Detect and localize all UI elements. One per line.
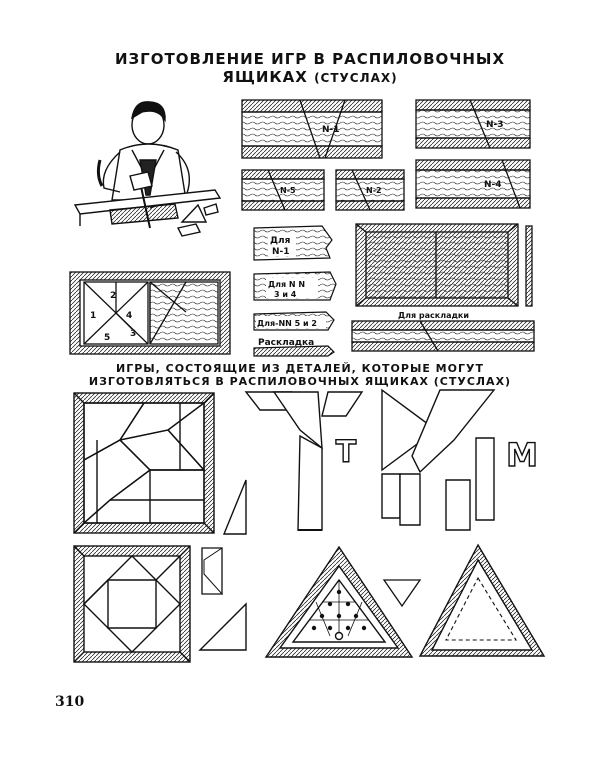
t-letter-icon: Т <box>330 434 362 471</box>
strip-for-nn34 <box>253 271 337 301</box>
page-title-line-2: ЯЩИКАХ (СТУСЛАХ) <box>100 68 520 86</box>
mitre-box-n3 <box>415 99 531 149</box>
page-title-paren: (СТУСЛАХ) <box>314 71 398 85</box>
label-n4: N-4 <box>484 180 502 190</box>
strip-for-n1 <box>253 225 333 261</box>
t-letter-puzzle <box>244 391 364 531</box>
triangle-piece-bottom <box>198 602 247 651</box>
strip-for-nn52 <box>253 311 335 331</box>
strip-label-layout: Раскладка <box>258 338 314 348</box>
triangle-piece-floating <box>382 579 422 608</box>
subtitle-line-2: ИЗГОТОВЛЯТЬСЯ В РАСПИЛОВОЧНЫХ ЯЩИКАХ (СТ… <box>88 375 512 388</box>
square-number-1: 1 <box>90 311 96 321</box>
square-number-5: 5 <box>104 333 110 343</box>
square-number-2: 2 <box>110 291 116 301</box>
label-n5: N-5 <box>280 186 296 195</box>
label-n2: N-2 <box>366 186 382 195</box>
letter-m: М <box>506 436 538 474</box>
mitre-box-n1 <box>241 99 383 159</box>
triangle-peg-puzzle <box>264 545 414 658</box>
strip-label-for-layout: Для раскладки <box>398 311 469 320</box>
strip-label-for-n1-a: Для <box>270 236 291 246</box>
mitre-box-n5 <box>241 169 325 211</box>
triangle-piece-small <box>222 479 247 535</box>
m-letter-puzzle <box>381 388 496 531</box>
strip-label-for-nn34-b: 3 и 4 <box>274 290 297 299</box>
mitre-box-n2 <box>335 169 405 211</box>
page-number: 310 <box>55 694 85 710</box>
strip-label-for-n1-b: N-1 <box>272 247 290 257</box>
numbered-square-puzzle <box>69 271 231 355</box>
square-puzzle-large <box>73 392 215 534</box>
page-title-line-1: ИЗГОТОВЛЕНИЕ ИГР В РАСПИЛОВОЧНЫХ <box>114 50 506 68</box>
label-n1: N-1 <box>322 125 340 135</box>
mitre-box-n4 <box>415 159 531 209</box>
letter-t: Т <box>336 435 357 470</box>
square-number-3: 3 <box>130 329 136 339</box>
mitre-box-layout <box>351 320 535 352</box>
worker-illustration <box>73 101 222 237</box>
wooden-frame <box>355 223 533 307</box>
triangle-dashed-puzzle <box>418 543 546 657</box>
subtitle-line-1: ИГРЫ, СОСТОЯЩИЕ ИЗ ДЕТАЛЕЙ, КОТОРЫЕ МОГУ… <box>116 362 484 375</box>
square-number-4: 4 <box>126 311 132 321</box>
label-n3: N-3 <box>486 120 504 130</box>
square-puzzle-small <box>73 545 191 663</box>
strip-label-for-nn34-a: Для N N <box>268 280 305 289</box>
page-title-main: ЯЩИКАХ <box>222 68 308 86</box>
strip-label-for-nn52: Для-NN 5 и 2 <box>257 319 317 328</box>
strip-layout <box>253 345 335 357</box>
